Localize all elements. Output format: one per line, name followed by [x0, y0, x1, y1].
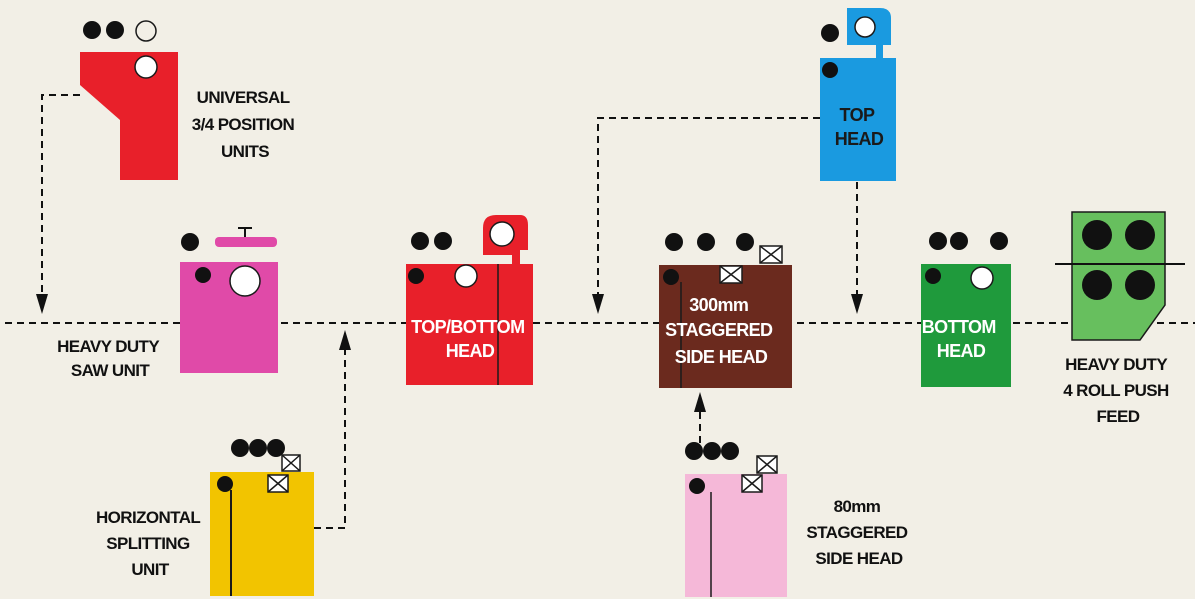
saw-blade-icon: [229, 265, 261, 297]
feed-label-line2: 4 ROLL PUSH: [1063, 381, 1169, 400]
universal-unit: UNIVERSAL 3/4 POSITION UNITS: [80, 20, 299, 180]
top-bottom-head-unit: TOP/BOTTOM HEAD: [406, 215, 533, 385]
spindle-dot: [665, 233, 683, 251]
spindle-dot: [721, 442, 739, 460]
svg-text:TOP HEAD: TOP HEAD: [835, 105, 884, 149]
top-head-label-line1: TOP: [840, 105, 875, 125]
svg-text:300mm STAGGERED SI: 300mm STAGGERED SIDE HEAD: [665, 295, 777, 367]
top-cutter-icon: [854, 16, 876, 38]
spindle-dot: [83, 21, 101, 39]
horizontal-splitting-unit: HORIZONTAL SPLITTING UNIT: [96, 439, 314, 596]
box-marker-icon: [281, 454, 301, 472]
universal-flow-line: [41, 94, 80, 298]
cutter-head-icon: [134, 55, 158, 79]
spindle-dot: [990, 232, 1008, 250]
svg-text:80mm STAGGERED SID: 80mm STAGGERED SIDE HEAD: [806, 497, 911, 568]
box-marker-icon: [756, 455, 778, 474]
box-marker-icon: [759, 245, 783, 264]
side300-label-line1: 300mm: [689, 295, 748, 315]
arrow-down-icon: [851, 294, 863, 314]
saw-guard-icon: [215, 237, 277, 247]
horizontal-flow-line: [314, 348, 346, 529]
bottom-head-unit: BOTTOM HEAD: [921, 232, 1011, 387]
spindle-dot: [925, 268, 941, 284]
spindle-dot: [703, 442, 721, 460]
feed-roll-icon: [1082, 220, 1112, 250]
horizontal-label-line1: HORIZONTAL: [96, 508, 200, 527]
feed-roll-icon: [1082, 270, 1112, 300]
svg-text:HORIZONTAL SPLITTING: HORIZONTAL SPLITTING UNIT: [96, 508, 204, 579]
side80-unit-body: [685, 474, 787, 597]
top-cutter-icon: [489, 221, 515, 247]
side300-label-line3: SIDE HEAD: [675, 347, 768, 367]
top-head-bypass-line: [597, 117, 820, 298]
saw-label-line1: HEAVY DUTY: [57, 337, 160, 356]
side80-label-line1: 80mm: [834, 497, 881, 516]
feed-roll-icon: [1125, 270, 1155, 300]
spindle-dot: [821, 24, 839, 42]
spindle-dot: [822, 62, 838, 78]
universal-label-line2: 3/4 POSITION: [192, 115, 295, 134]
spindle-dot: [106, 21, 124, 39]
arrow-up-icon: [694, 392, 706, 412]
svg-text:HEAVY DUTY 4 ROLL PUSH: HEAVY DUTY 4 ROLL PUSH FEED: [1063, 355, 1173, 426]
horizontal-label-line2: SPLITTING: [106, 534, 190, 553]
spindle-dot: [195, 267, 211, 283]
universal-label-line1: UNIVERSAL: [197, 88, 290, 107]
side80-unit: 80mm STAGGERED SIDE HEAD: [685, 442, 911, 597]
spindle-dot: [249, 439, 267, 457]
universal-label-line3: UNITS: [221, 142, 269, 161]
bottom-label-line1: BOTTOM: [922, 317, 996, 337]
bottom-head-unit-body: [921, 264, 1011, 387]
horizontal-unit-body: [210, 472, 314, 596]
arrow-down-icon: [592, 294, 604, 314]
box-marker-icon: [741, 474, 763, 493]
side300-unit: 300mm STAGGERED SIDE HEAD: [659, 233, 792, 388]
horizontal-label-line3: UNIT: [131, 560, 169, 579]
svg-text:TOP/BOTTOM HEAD: TOP/BOTTOM HEAD: [411, 317, 529, 361]
saw-unit: HEAVY DUTY SAW UNIT: [57, 227, 278, 380]
spindle-dot: [231, 439, 249, 457]
side80-label-line2: STAGGERED: [806, 523, 907, 542]
arrow-down-icon: [36, 294, 48, 314]
spindle-dot: [663, 269, 679, 285]
top-head-label-line2: HEAD: [835, 129, 884, 149]
arrow-up-icon: [339, 330, 351, 350]
bottom-cutter-icon: [970, 266, 994, 290]
spindle-dot: [408, 268, 424, 284]
saw-label-line2: SAW UNIT: [71, 361, 151, 380]
spindle-dot: [434, 232, 452, 250]
spindle-dot: [697, 233, 715, 251]
box-marker-icon: [719, 265, 743, 284]
top-bottom-label-line2: HEAD: [446, 341, 495, 361]
spindle-dot: [411, 232, 429, 250]
spindle-ring-icon: [135, 20, 157, 42]
spindle-dot: [217, 476, 233, 492]
feed-roll-icon: [1125, 220, 1155, 250]
bottom-label-line2: HEAD: [937, 341, 986, 361]
spindle-dot: [736, 233, 754, 251]
top-head-unit: TOP HEAD: [820, 8, 896, 181]
saw-unit-body: [180, 262, 278, 373]
svg-text:HEAVY DUTY SAW UNIT: HEAVY DUTY SAW UNIT: [57, 337, 163, 380]
top-head-unit-body: [820, 58, 896, 181]
universal-unit-body: [80, 52, 178, 180]
spindle-dot: [685, 442, 703, 460]
spindle-dot: [689, 478, 705, 494]
svg-text:UNIVERSAL 3/4 POSITION: UNIVERSAL 3/4 POSITION UNITS: [192, 88, 299, 161]
spindle-dot: [929, 232, 947, 250]
feed-label-line3: FEED: [1097, 407, 1140, 426]
spindle-dot: [950, 232, 968, 250]
feed-label-line1: HEAVY DUTY: [1065, 355, 1168, 374]
side80-label-line3: SIDE HEAD: [815, 549, 902, 568]
push-feed-unit: HEAVY DUTY 4 ROLL PUSH FEED: [1055, 211, 1185, 426]
box-marker-icon: [267, 474, 289, 493]
spindle-dot: [267, 439, 285, 457]
svg-text:BOTTOM HEAD: BOTTOM HEAD: [922, 317, 1000, 361]
bottom-cutter-icon: [454, 264, 478, 288]
top-bottom-label-line1: TOP/BOTTOM: [411, 317, 524, 337]
spindle-dot: [181, 233, 199, 251]
side300-label-line2: STAGGERED: [665, 320, 773, 340]
